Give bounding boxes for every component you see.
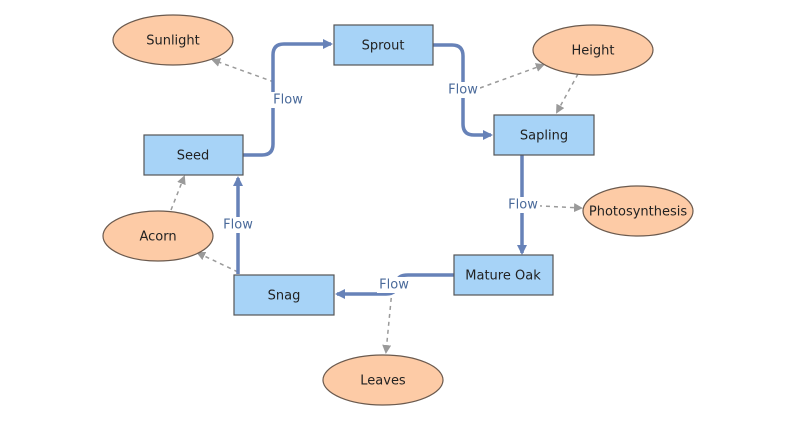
stage-boxes: Sprout Sapling Mature Oak Snag Seed <box>143 24 595 316</box>
node-height-label: Height <box>572 44 615 59</box>
edge-flow-to-leaves <box>382 289 393 354</box>
node-sprout[interactable]: Sprout <box>333 24 434 66</box>
edge-acorn-to-seed <box>170 175 186 211</box>
edge-snag-to-acorn <box>196 251 239 273</box>
node-sunlight-label: Sunlight <box>146 34 200 49</box>
flow-labels: Flow Flow Flow Flow Flow <box>221 82 540 293</box>
node-snag[interactable]: Snag <box>233 274 335 316</box>
node-snag-label: Snag <box>268 289 301 304</box>
flow-label-sprout-sapling: Flow <box>446 82 480 98</box>
edge-flow-to-sunlight <box>211 58 275 83</box>
svg-text:Flow: Flow <box>273 93 303 108</box>
edge-height-to-sapling <box>556 73 579 114</box>
node-seed-label: Seed <box>177 149 210 164</box>
svg-text:Flow: Flow <box>379 278 409 293</box>
node-acorn-label: Acorn <box>139 230 176 245</box>
node-height[interactable]: Height <box>532 24 654 76</box>
flow-label-snag-seed: Flow <box>221 217 255 233</box>
node-mature-oak[interactable]: Mature Oak <box>453 254 554 296</box>
node-leaves-label: Leaves <box>360 374 406 389</box>
node-mature-oak-label: Mature Oak <box>465 269 541 284</box>
node-acorn[interactable]: Acorn <box>102 210 214 262</box>
node-sprout-label: Sprout <box>362 39 405 54</box>
node-sapling[interactable]: Sapling <box>493 114 595 156</box>
flow-label-seed-sprout: Flow <box>271 92 305 108</box>
flow-label-sapling-mature: Flow <box>506 197 540 213</box>
node-sunlight[interactable]: Sunlight <box>112 14 234 66</box>
edge-flow-to-height <box>479 63 545 89</box>
node-seed[interactable]: Seed <box>143 134 244 176</box>
svg-text:Flow: Flow <box>448 83 478 98</box>
svg-text:Flow: Flow <box>223 218 253 233</box>
node-photosynthesis[interactable]: Photosynthesis <box>582 185 694 237</box>
node-sapling-label: Sapling <box>520 129 568 144</box>
resource-ellipses: Sunlight Height Photosynthesis Leaves Ac… <box>102 14 694 406</box>
node-photosynthesis-label: Photosynthesis <box>589 205 688 220</box>
node-leaves[interactable]: Leaves <box>322 354 444 406</box>
svg-text:Flow: Flow <box>508 198 538 213</box>
flow-label-mature-snag: Flow <box>377 277 411 293</box>
